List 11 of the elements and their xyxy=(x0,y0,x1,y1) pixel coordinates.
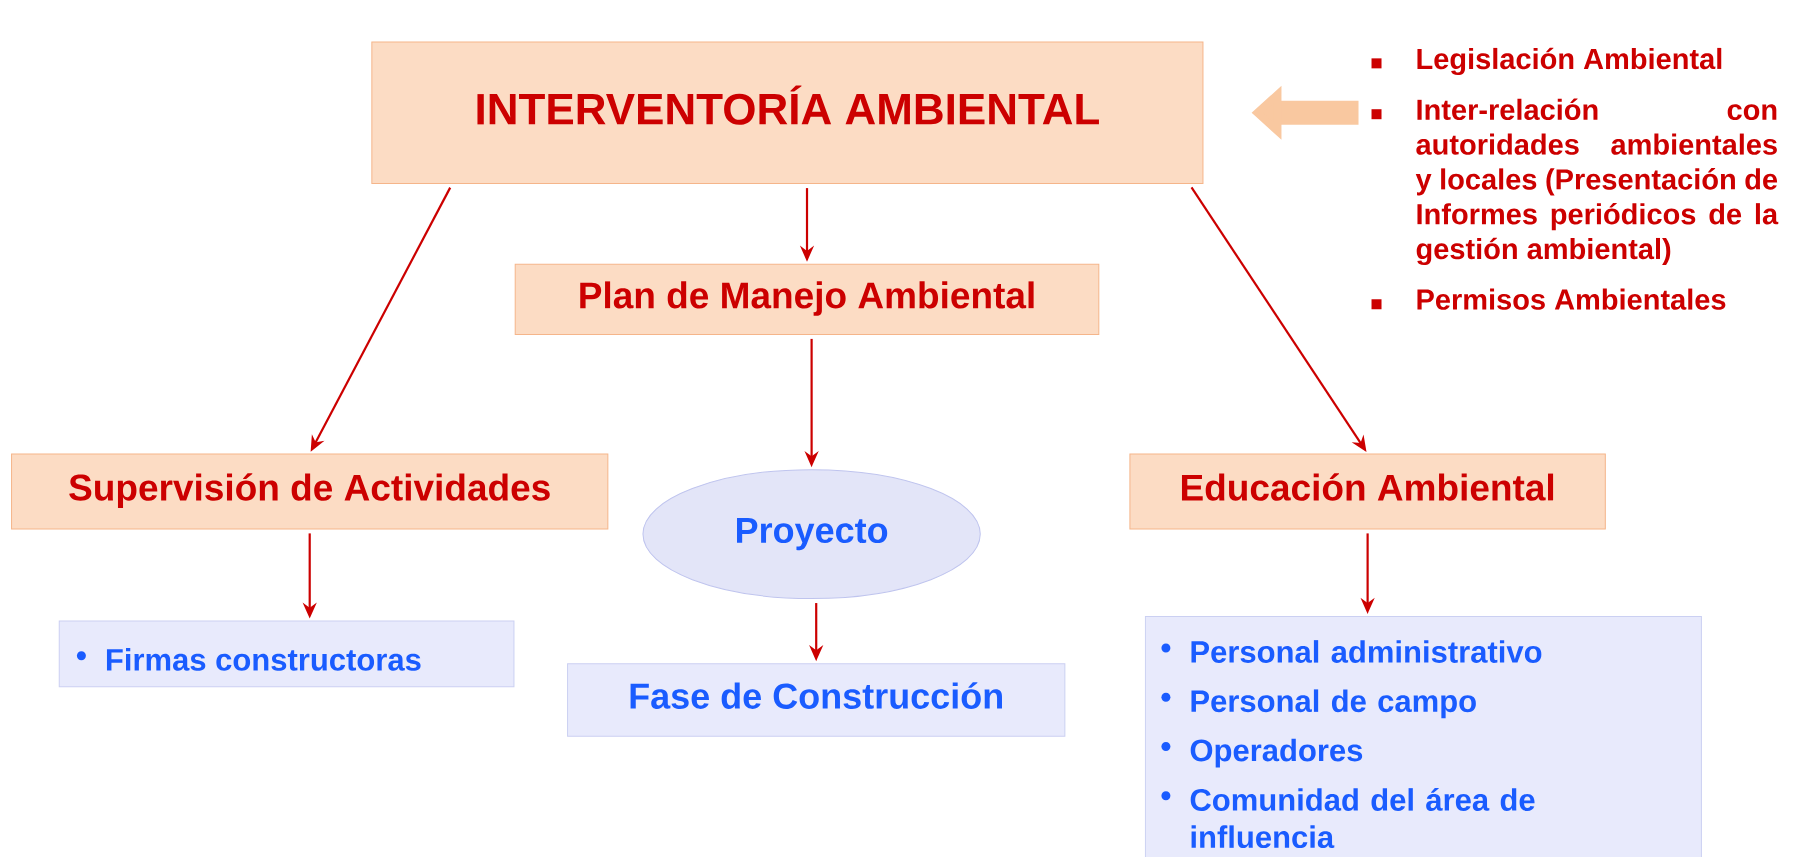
node-label: Permisos Ambientales xyxy=(1417,288,1726,310)
title-box: INTERVENTORÍA AMBIENTAL xyxy=(371,41,1204,185)
node-label: Legislación Ambiental xyxy=(1417,47,1722,76)
process-box: Educación Ambiental xyxy=(1129,453,1606,530)
result-box: Fase de Construcción xyxy=(567,663,1066,737)
process-box: Plan de Manejo Ambiental xyxy=(514,263,1100,335)
node-label: Inter-relación con autoridades ambientales y locales (Presentación de Informes periódicos de la gestión ambiental) xyxy=(1415,98,1779,266)
list-box: Personal administrativo Personal de campo Operadores Comunidad del área de influencia xyxy=(1144,615,1702,857)
process-box: Supervisión de Actividades xyxy=(11,453,609,530)
list-box: Firmas constructoras xyxy=(58,620,515,688)
text-list: Legislación Ambiental Inter-relación con autoridades ambientales y locales (Presentación de Informes periódicos de la gestión ambiental) Permisos Ambientales xyxy=(1371,47,1779,310)
